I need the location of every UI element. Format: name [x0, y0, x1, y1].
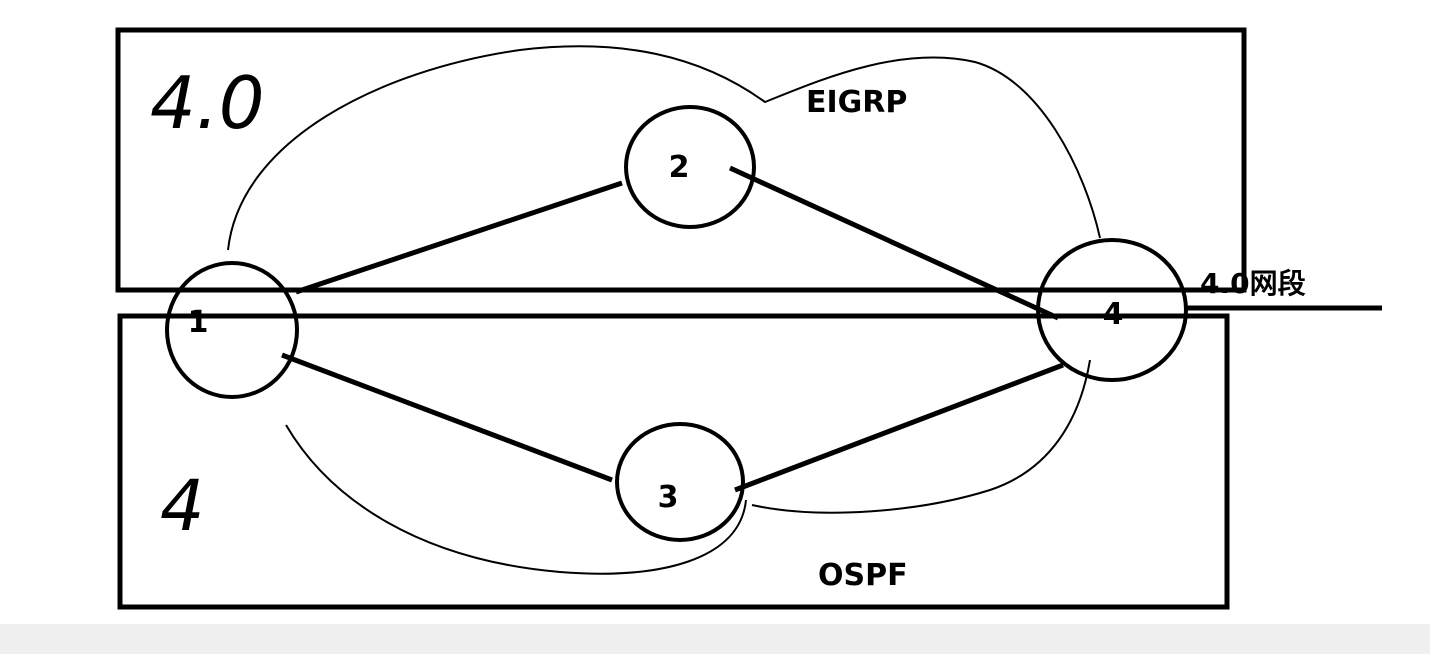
top-note: 4.0: [150, 61, 265, 145]
ospf-label: OSPF: [818, 558, 908, 593]
link-1-3: [281, 352, 613, 483]
ospf-loop-curve-left: [285, 424, 747, 575]
node-4-label: 4: [1103, 297, 1124, 332]
node-3-label: 3: [658, 480, 679, 515]
bottom-bar: [0, 624, 1430, 654]
eigrp-region-box: [115, 27, 1247, 293]
bottom-note: 4: [160, 465, 205, 547]
eigrp-loop-curve: [227, 45, 1101, 251]
node-2-label: 2: [669, 150, 690, 185]
node-3-circle: [615, 422, 745, 542]
node-2-circle: [624, 105, 756, 229]
link-2-4: [728, 165, 1060, 321]
node-1-label: 1: [188, 305, 209, 340]
eigrp-label: EIGRP: [806, 85, 907, 120]
ospf-region-box: [117, 313, 1230, 610]
node-4-circle: [1036, 238, 1188, 382]
link-3-4: [734, 362, 1064, 493]
segment-label: 4.0网段: [1200, 267, 1306, 300]
link-1-2: [295, 180, 623, 295]
node-1-circle: [165, 261, 299, 399]
ospf-loop-curve-right: [751, 359, 1091, 514]
